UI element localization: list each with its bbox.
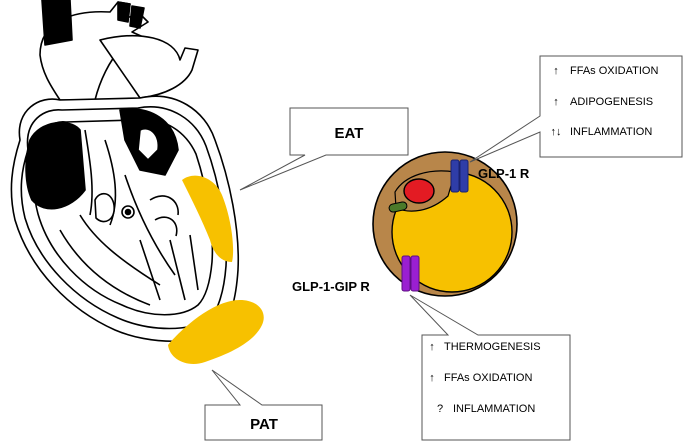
pat-callout: PAT	[204, 369, 323, 441]
dual-receptor-label: GLP-1-GIP R	[292, 279, 370, 294]
eat-label: EAT	[335, 125, 364, 142]
superior-vena-cava	[41, 0, 73, 46]
dual-receptor	[401, 255, 420, 292]
glp1-effects-box: ↑ FFAs OXIDATION ↑ ADIPOGENESIS ↑↓ INFLA…	[469, 55, 683, 163]
pat-fat-deposit	[168, 300, 264, 365]
effect-arrow: ↑↓	[551, 126, 562, 138]
effect-text: THERMOGENESIS	[444, 341, 541, 353]
eat-fat-deposit	[182, 175, 234, 262]
pat-label: PAT	[250, 416, 278, 433]
dual-effects-box: ↑ THERMOGENESIS ↑ FFAs OXIDATION ? INFLA…	[409, 294, 571, 441]
effect-arrow: ↑	[553, 96, 559, 108]
nucleus	[403, 178, 435, 204]
effect-arrow: ↑	[429, 372, 435, 384]
effect-text: FFAs OXIDATION	[570, 65, 658, 77]
effect-text: ADIPOGENESIS	[570, 96, 653, 108]
heart-illustration	[10, 0, 240, 342]
glp1-receptor	[450, 159, 469, 193]
eat-callout: EAT	[239, 107, 409, 191]
left-atrium	[25, 121, 86, 210]
pulmonary-trunk	[99, 34, 199, 99]
effect-arrow: ↑	[553, 65, 559, 77]
effect-text: INFLAMMATION	[570, 126, 652, 138]
effect-arrow: ↑	[429, 341, 435, 353]
effect-text: INFLAMMATION	[453, 403, 535, 415]
effect-text: FFAs OXIDATION	[444, 372, 532, 384]
mitochondrion	[388, 201, 408, 213]
glp1-receptor-label: GLP-1 R	[478, 166, 530, 181]
effect-arrow: ?	[437, 403, 443, 415]
